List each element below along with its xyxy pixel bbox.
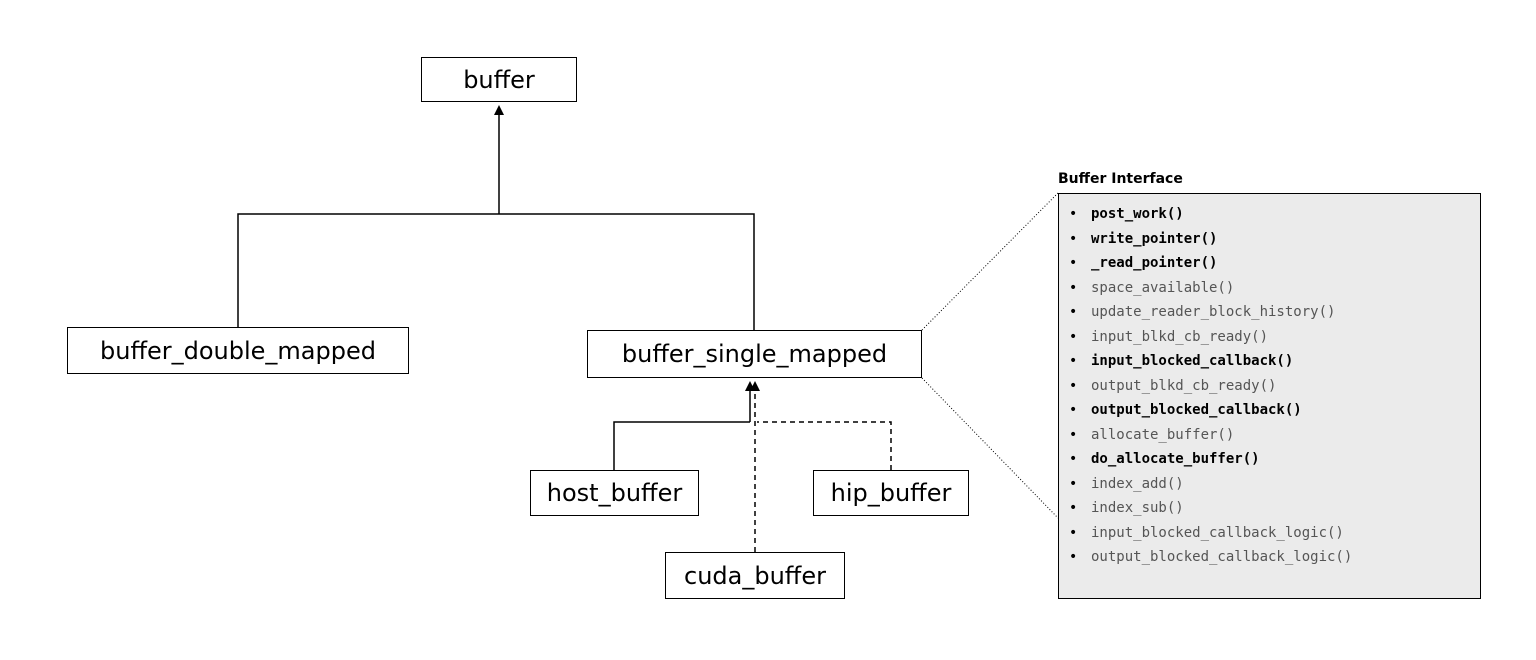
interface-method-item: • space_available() xyxy=(1069,276,1480,301)
bullet-icon: • xyxy=(1069,426,1078,443)
bullet-icon: • xyxy=(1069,475,1078,492)
zoom-line-top xyxy=(921,192,1059,331)
bullet-icon: • xyxy=(1069,328,1078,345)
interface-method-label: index_sub() xyxy=(1091,500,1184,516)
node-buffer-single-mapped: buffer_single_mapped xyxy=(587,330,922,378)
interface-method-label: update_reader_block_history() xyxy=(1091,304,1336,320)
edge-double-to-buffer xyxy=(237,213,499,327)
node-host-buffer: host_buffer xyxy=(530,470,699,516)
interface-method-item: • _read_pointer() xyxy=(1069,251,1480,276)
interface-method-label: input_blkd_cb_ready() xyxy=(1091,328,1269,345)
bullet-icon: • xyxy=(1069,279,1078,296)
interface-method-item: • allocate_buffer() xyxy=(1069,423,1480,448)
interface-method-item: • write_pointer() xyxy=(1069,227,1480,252)
node-buffer-label: buffer xyxy=(463,65,535,94)
bullet-icon: • xyxy=(1069,377,1078,394)
bullet-icon: • xyxy=(1069,304,1078,320)
edge-hip-to-single xyxy=(757,421,892,470)
bullet-icon: • xyxy=(1069,206,1078,222)
interface-method-list: • post_work() • write_pointer() • _read_point… xyxy=(1058,193,1481,599)
bullet-icon: • xyxy=(1069,402,1078,418)
node-hip-buffer: hip_buffer xyxy=(813,470,969,516)
bullet-icon: • xyxy=(1069,524,1078,541)
interface-method-item: • index_add() xyxy=(1069,472,1480,497)
interface-method-item: • output_blocked_callback_logic() xyxy=(1069,545,1480,570)
interface-method-label: _read_pointer() xyxy=(1091,255,1218,271)
interface-method-label: output_blocked_callback_logic() xyxy=(1091,549,1353,565)
node-cuda-buffer-label: cuda_buffer xyxy=(684,561,826,590)
node-buffer-double-mapped: buffer_double_mapped xyxy=(67,327,409,374)
node-host-buffer-label: host_buffer xyxy=(546,479,683,507)
node-hip-buffer-label: hip_buffer xyxy=(830,479,952,507)
interface-method-item: • do_allocate_buffer() xyxy=(1069,447,1480,472)
bullet-icon: • xyxy=(1069,500,1078,516)
interface-method-item: • index_sub() xyxy=(1069,496,1480,521)
interface-method-item: • update_reader_block_history() xyxy=(1069,300,1480,325)
node-buffer-single-mapped-label: buffer_single_mapped xyxy=(621,340,888,368)
interface-method-item: • post_work() xyxy=(1069,202,1480,227)
interface-method-label: output_blocked_callback() xyxy=(1091,402,1302,418)
bullet-icon: • xyxy=(1069,549,1078,565)
bullet-icon: • xyxy=(1069,255,1078,271)
interface-method-label: write_pointer() xyxy=(1091,230,1218,247)
interface-method-label: output_blkd_cb_ready() xyxy=(1091,377,1277,394)
interface-method-label: input_blocked_callback() xyxy=(1091,353,1294,369)
zoom-line-bottom xyxy=(921,377,1059,519)
edge-single-to-buffer xyxy=(499,213,755,330)
edge-host-to-single xyxy=(613,421,750,470)
interface-method-item: • input_blocked_callback_logic() xyxy=(1069,521,1480,546)
bullet-icon: • xyxy=(1069,451,1078,467)
interface-method-item: • output_blkd_cb_ready() xyxy=(1069,374,1480,399)
interface-method-label: post_work() xyxy=(1091,206,1184,222)
interface-method-item: • input_blocked_callback() xyxy=(1069,349,1480,374)
interface-method-label: index_add() xyxy=(1091,475,1184,492)
interface-method-label: space_available() xyxy=(1091,279,1235,296)
interface-method-item: • input_blkd_cb_ready() xyxy=(1069,325,1480,350)
node-buffer: buffer xyxy=(421,57,577,102)
interface-method-item: • output_blocked_callback() xyxy=(1069,398,1480,423)
bullet-icon: • xyxy=(1069,353,1078,369)
interface-method-label: input_blocked_callback_logic() xyxy=(1091,524,1344,541)
node-buffer-double-mapped-label: buffer_double_mapped xyxy=(100,336,376,365)
interface-title: Buffer Interface xyxy=(1058,171,1183,187)
node-cuda-buffer: cuda_buffer xyxy=(665,552,845,599)
interface-method-label: do_allocate_buffer() xyxy=(1091,451,1260,467)
bullet-icon: • xyxy=(1069,230,1078,247)
interface-method-label: allocate_buffer() xyxy=(1091,426,1235,443)
